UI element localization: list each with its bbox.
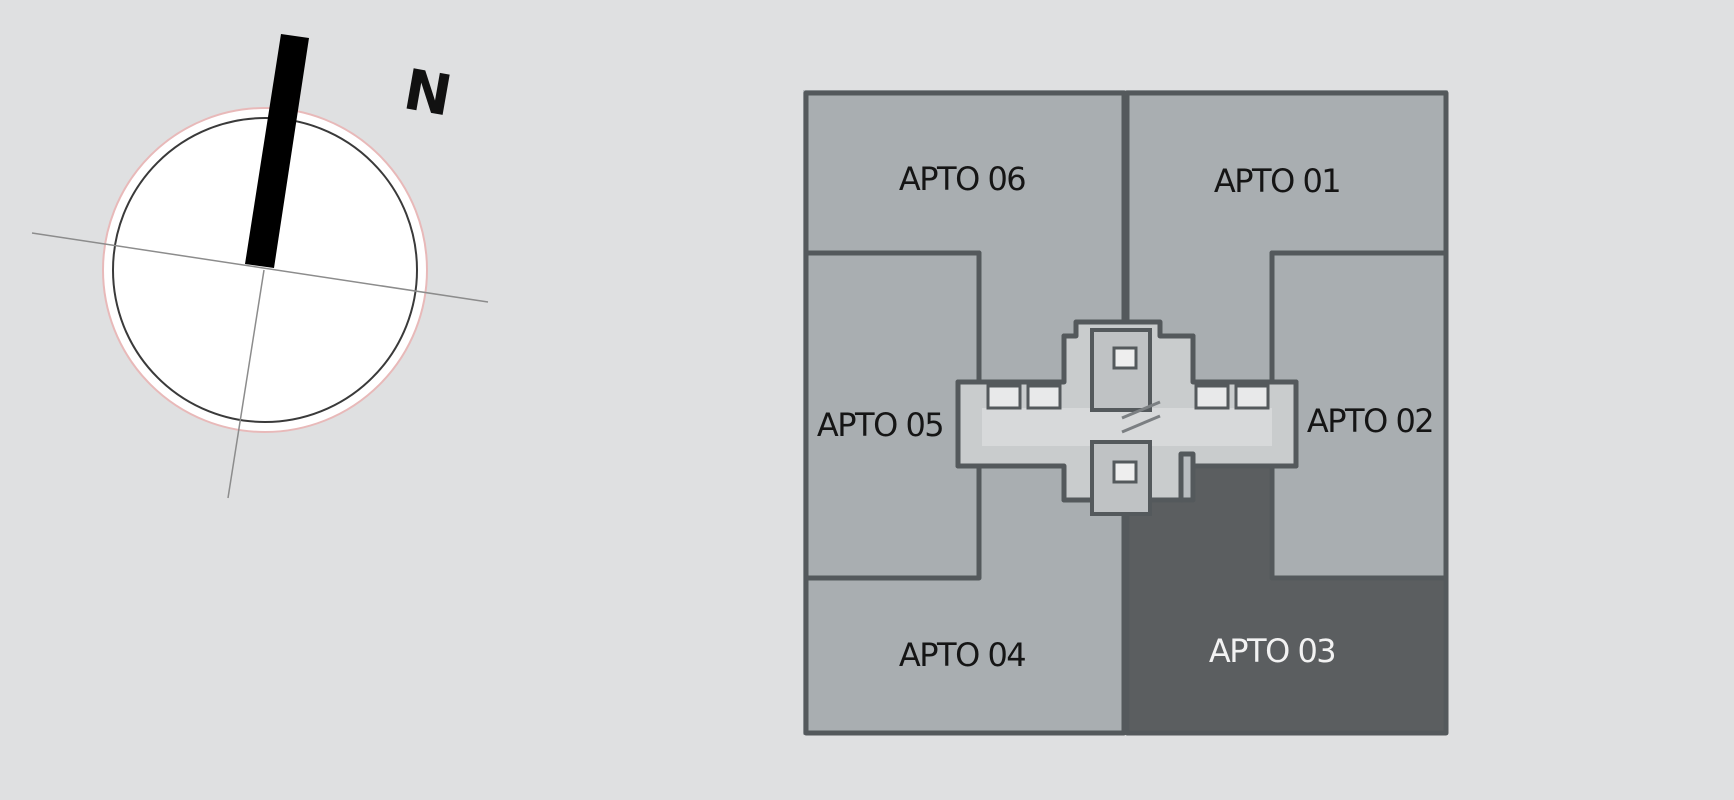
compass-crosshair-horizontal bbox=[31, 232, 489, 303]
stair-tread-1 bbox=[1121, 400, 1161, 420]
label-apto-06: APTO 06 bbox=[899, 160, 1025, 198]
elevator-south bbox=[1112, 460, 1138, 484]
building-core bbox=[955, 319, 1299, 516]
core-room-east-2 bbox=[1234, 384, 1270, 410]
north-label: N bbox=[399, 57, 456, 129]
label-apto-01: APTO 01 bbox=[1214, 162, 1340, 200]
compass-outer-ring bbox=[102, 107, 428, 433]
compass-inner-ring bbox=[112, 117, 418, 423]
core-room-west-2 bbox=[1026, 384, 1062, 410]
label-apto-02: APTO 02 bbox=[1307, 402, 1433, 440]
compass-needle bbox=[245, 34, 309, 268]
stair-tread-2 bbox=[1121, 414, 1161, 434]
label-apto-05: APTO 05 bbox=[817, 406, 943, 444]
floorplan: APTO 06 APTO 01 APTO 05 APTO 02 APTO 04 … bbox=[803, 90, 1449, 736]
stair-shaft-north bbox=[1090, 328, 1152, 412]
core-room-east-1 bbox=[1194, 384, 1230, 410]
label-apto-03: APTO 03 bbox=[1209, 632, 1335, 670]
core-room-west-1 bbox=[986, 384, 1022, 410]
elevator-north bbox=[1112, 346, 1138, 370]
compass: N bbox=[31, 34, 489, 499]
compass-crosshair-vertical bbox=[227, 269, 265, 499]
label-apto-04: APTO 04 bbox=[899, 636, 1025, 674]
